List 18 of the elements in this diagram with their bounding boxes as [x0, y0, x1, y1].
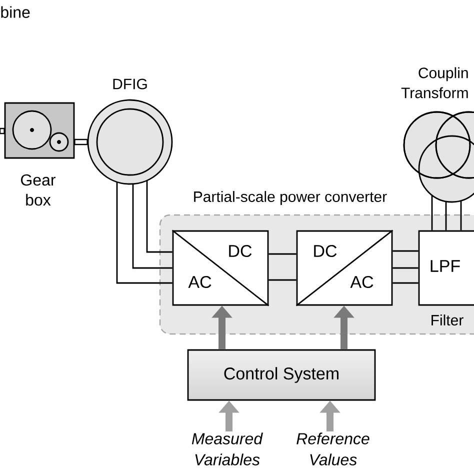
converter-box: LPF	[418, 230, 474, 306]
input-label: Reference Values	[296, 432, 370, 466]
power-line	[268, 253, 297, 281]
input-label: Measured Variables	[192, 432, 263, 466]
power-line	[116, 180, 173, 284]
shaft-line	[0, 128, 5, 134]
generator-label: DFIG	[113, 78, 147, 90]
power-line	[431, 194, 462, 231]
control-box: Control System	[187, 349, 376, 401]
transformer-label: Couplin Transform	[401, 67, 468, 98]
filter-label: Filter	[432, 314, 464, 326]
power-line	[392, 250, 419, 284]
shaft-line	[74, 138, 88, 146]
title-fragment: bine	[1, 6, 30, 18]
region-title: Partial-scale power converter	[194, 191, 387, 205]
gearbox-label: Gear box	[21, 174, 56, 206]
converter-box: DC AC	[296, 230, 394, 306]
converter-box: DC AC	[172, 230, 270, 306]
